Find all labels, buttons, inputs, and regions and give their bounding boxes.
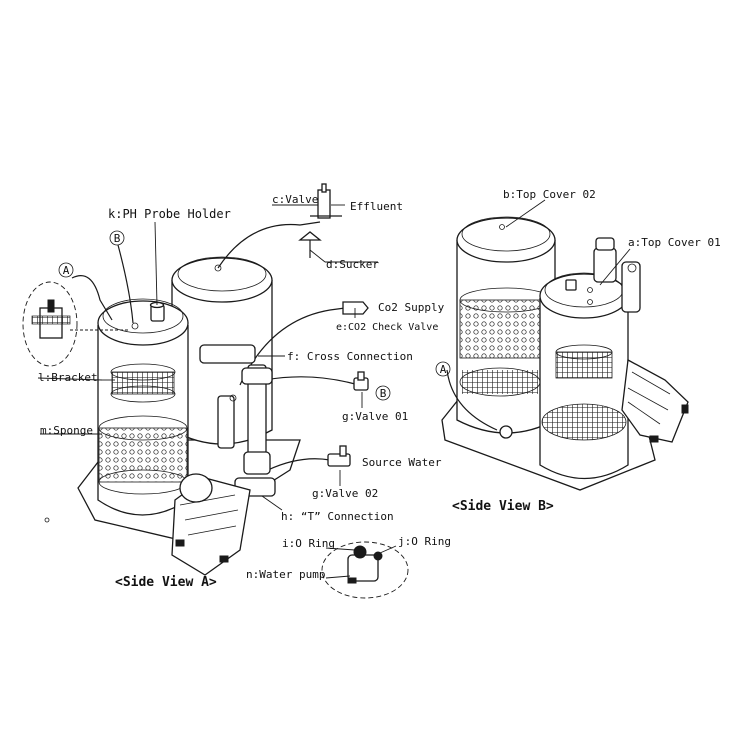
label-valve: c:Valve [272,193,318,206]
inset-detail-a [22,281,128,367]
label-bracket: l:Bracket [38,371,98,384]
label-valve-02: g:Valve 02 [312,487,378,500]
bracket-a [110,363,176,403]
label-o-ring-i: i:O Ring [282,537,335,550]
water-pump-b [621,358,689,443]
marker-b-a2: B [375,385,391,401]
tube-valve01 [264,376,356,385]
label-effluent: Effluent [350,200,403,213]
valve-01 [353,371,369,391]
valve-c [298,183,342,258]
tube-source [267,458,331,471]
title-side-view-b: <Side View B> [452,499,554,514]
front-cylinder-a [44,298,189,523]
front-cylinder-b [539,272,629,480]
label-cross-connection: f: Cross Connection [287,350,413,363]
top-pipe-b [593,237,641,313]
t-connection [234,451,276,497]
tube-a-a [71,275,113,321]
svg-text:A: A [63,264,70,277]
valve-02 [327,445,351,467]
water-pump-a [171,473,251,576]
label-valve-01: g:Valve 01 [342,410,408,423]
label-o-ring-j: j:O Ring [398,535,451,548]
svg-text:A: A [440,363,447,376]
marker-b-a: B [109,230,125,246]
sponge-a [98,415,188,495]
marker-a-a: A [58,262,74,278]
label-sucker: d:Sucker [326,258,379,271]
label-check-valve: e:CO2 Check Valve [336,322,438,333]
side-view-b: A [435,199,689,491]
rear-cylinder-b [456,216,556,439]
tube-b-a [117,244,134,324]
marker-a-b: A [435,361,451,377]
side-view-a: B A B [22,183,391,576]
ph-probe-holder [149,301,165,322]
label-top-cover-01: a:Top Cover 01 [628,236,721,249]
check-valve-e [342,301,369,315]
tube-effluent [217,221,321,269]
svg-text:B: B [380,387,387,400]
label-t-connection: h: “T” Connection [281,510,394,523]
label-source-water: Source Water [362,456,442,469]
tube-a-b [446,369,498,431]
label-sponge: m:Sponge [40,424,93,437]
label-co2-supply: Co2 Supply [378,301,445,314]
pump-detail [321,541,409,599]
svg-text:B: B [114,232,121,245]
title-side-view-a: <Side View A> [115,575,217,590]
label-ph-probe-holder: k:PH Probe Holder [108,207,231,221]
label-water-pump: n:Water pump [246,568,325,581]
label-top-cover-02: b:Top Cover 02 [503,188,596,201]
cross-connection [199,344,273,456]
